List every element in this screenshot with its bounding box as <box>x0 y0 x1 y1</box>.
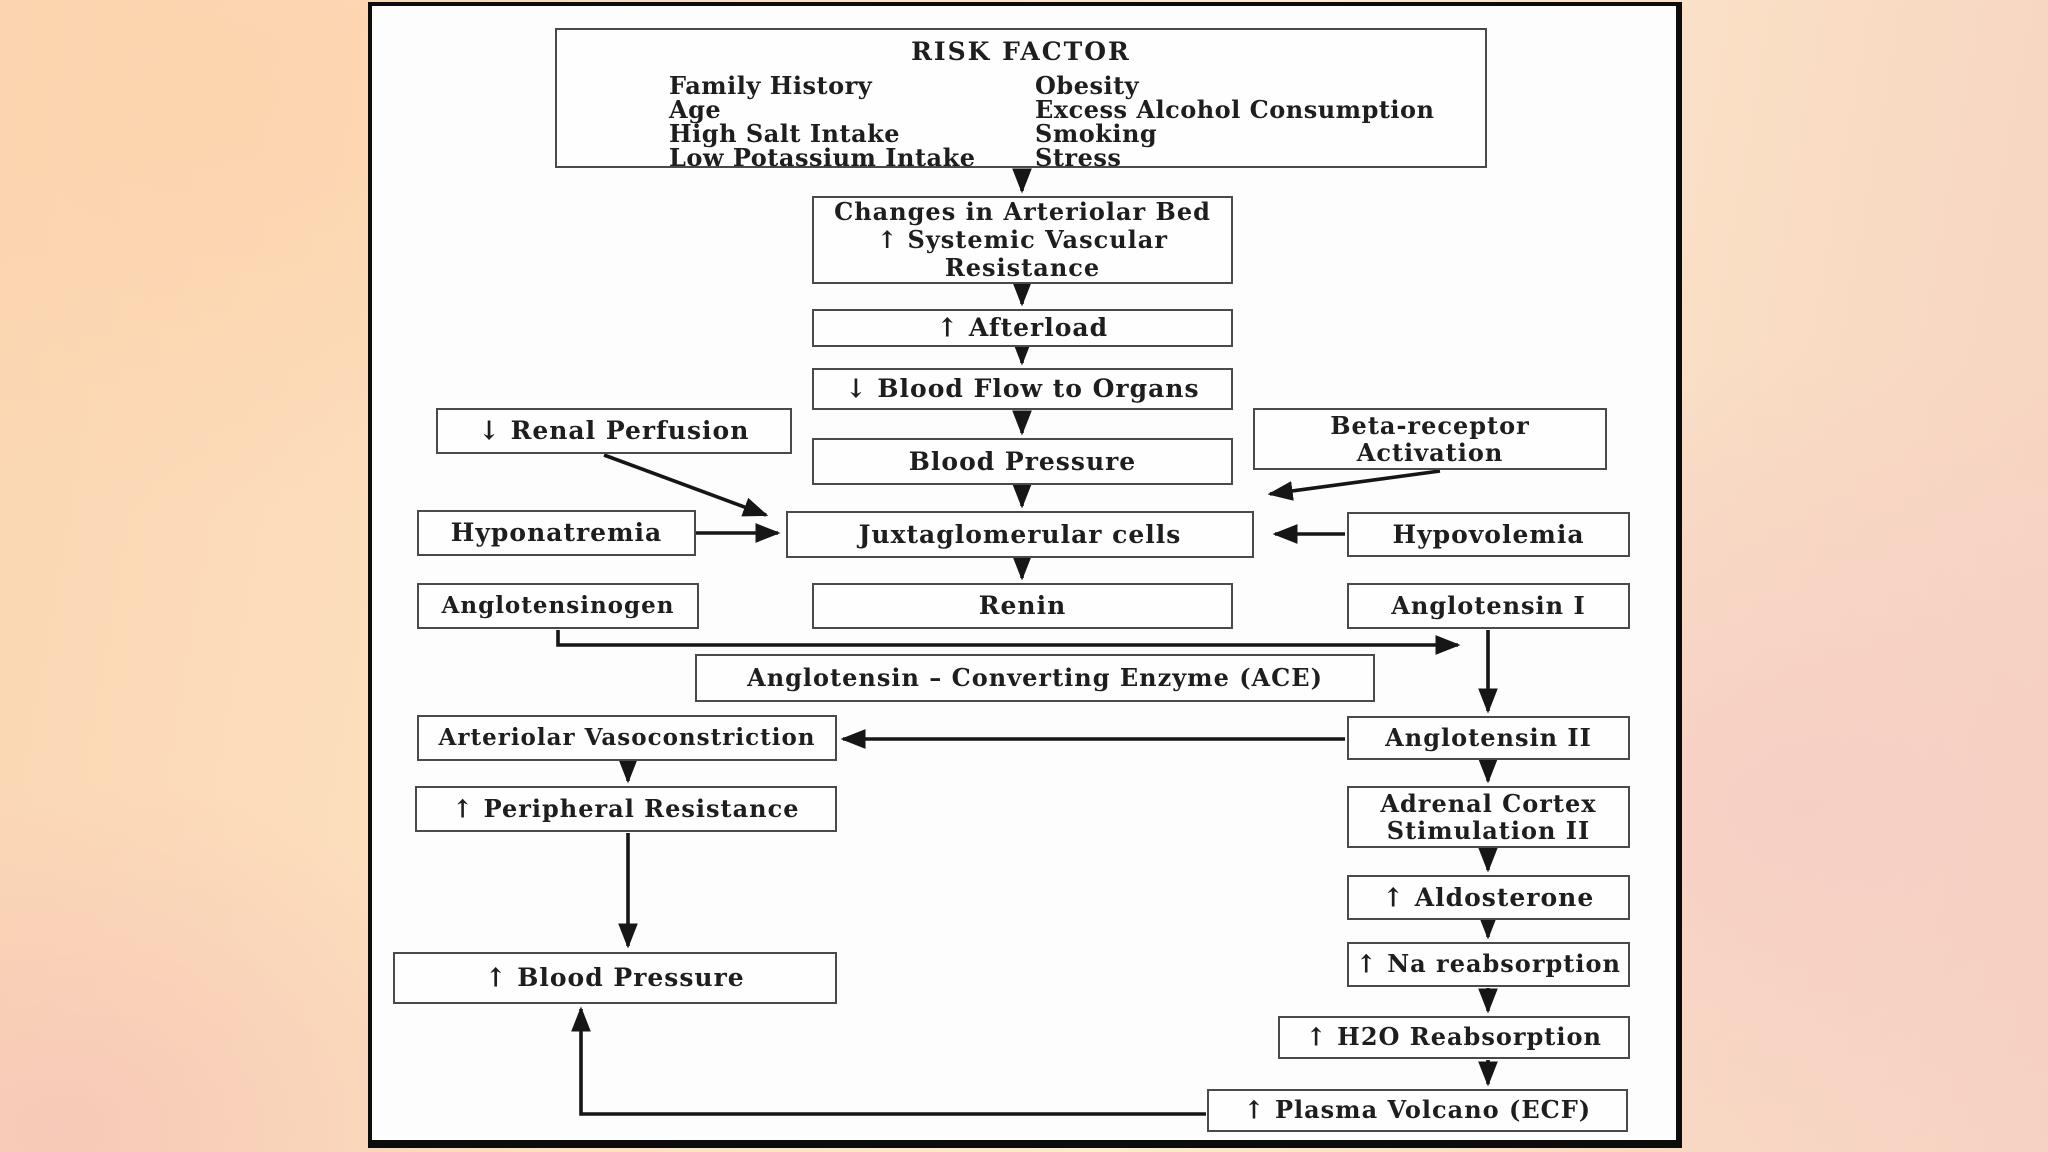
node-label: Resistance <box>944 253 1101 282</box>
node-label: Hyponatremia <box>450 518 663 548</box>
risk-item: High Salt Intake <box>669 118 901 148</box>
node-label: Changes in Arteriolar Bed <box>834 197 1211 226</box>
node-beta-receptor-activation: Beta-receptor Activation <box>1253 408 1607 470</box>
node-blood-flow-to-organs: ↓ Blood Flow to Organs <box>812 368 1233 410</box>
node-h2o-reabsorption: ↑ H2O Reabsorption <box>1278 1016 1630 1059</box>
node-label: ↑ Systemic Vascular <box>877 225 1168 254</box>
arrow-angiotensinogen-to-angiotensin1 <box>556 630 1461 655</box>
node-blood-pressure-bottom: ↑ Blood Pressure <box>393 952 837 1004</box>
node-label: Plasma Volcano (ECF) <box>1274 1095 1592 1125</box>
node-label: Afterload <box>968 313 1109 343</box>
node-label: Beta-receptor <box>1330 411 1530 440</box>
node-adrenal-cortex-stimulation: Adrenal Cortex Stimulation II <box>1347 786 1630 848</box>
risk-item: Smoking <box>1035 118 1158 148</box>
up-arrow-icon: ↑ <box>1356 948 1378 979</box>
arrow-plasma-to-bloodpressure <box>571 1006 1206 1116</box>
node-angiotensin-2: Anglotensin II <box>1347 716 1630 760</box>
node-label: Aldosterone <box>1414 882 1595 912</box>
node-label: Peripheral Resistance <box>483 793 800 823</box>
node-renal-perfusion: ↓ Renal Perfusion <box>436 408 792 454</box>
node-label: Anglotensinogen <box>441 592 675 620</box>
node-hyponatremia: Hyponatremia <box>417 510 696 556</box>
node-juxtaglomerular-cells: Juxtaglomerular cells <box>786 511 1254 558</box>
arrow-renal-to-juxtaglomerular <box>603 453 769 517</box>
node-blood-pressure-mid: Blood Pressure <box>812 438 1233 485</box>
flow-connectors <box>556 168 1498 1116</box>
up-arrow-icon: ↑ <box>1382 882 1405 913</box>
up-arrow-icon: ↑ <box>452 793 474 824</box>
node-label: H2O Reabsorption <box>1337 1022 1602 1052</box>
up-arrow-icon: ↑ <box>1306 1021 1328 1052</box>
down-arrow-icon: ↓ <box>845 373 868 404</box>
risk-item: Obesity <box>1035 70 1140 100</box>
node-label: Na reabsorption <box>1387 949 1621 979</box>
up-arrow-icon: ↑ <box>936 312 959 343</box>
hypertension-flowchart-panel: RISK FACTOR Family History Age High Salt… <box>368 2 1682 1148</box>
node-label: Hypovolemia <box>1392 519 1585 549</box>
risk-factor-left-column: Family History Age High Salt Intake Low … <box>669 70 976 172</box>
node-label: Blood Flow to Organs <box>877 374 1200 404</box>
node-angiotensin-1: Anglotensin I <box>1347 583 1630 629</box>
node-angiotensinogen: Anglotensinogen <box>417 583 699 629</box>
node-label: Stimulation II <box>1386 816 1591 845</box>
up-arrow-icon: ↑ <box>1243 1094 1265 1125</box>
node-label: Anglotensin – Converting Enzyme (ACE) <box>747 662 1323 692</box>
flowchart-canvas: RISK FACTOR Family History Age High Salt… <box>372 6 1676 1140</box>
node-afterload: ↑ Afterload <box>812 309 1233 347</box>
node-label: Renal Perfusion <box>510 416 750 446</box>
risk-item: Age <box>669 94 722 124</box>
node-arteriolar-vasoconstriction: Arteriolar Vasoconstriction <box>417 715 837 761</box>
up-arrow-icon: ↑ <box>485 962 508 993</box>
arrow-beta-to-juxtaglomerular <box>1267 469 1441 501</box>
risk-factor-right-column: Obesity Excess Alcohol Consumption Smoki… <box>1035 70 1435 172</box>
risk-item: Excess Alcohol Consumption <box>1035 94 1435 124</box>
node-label: Adrenal Cortex <box>1380 789 1597 818</box>
node-label: Anglotensin II <box>1385 722 1592 752</box>
node-changes-arteriolar-bed: Changes in Arteriolar Bed ↑ Systemic Vas… <box>812 196 1233 284</box>
node-risk-factor: RISK FACTOR Family History Age High Salt… <box>555 28 1487 172</box>
node-label: Blood Pressure <box>517 963 745 993</box>
node-peripheral-resistance: ↑ Peripheral Resistance <box>415 786 837 832</box>
node-ace: Anglotensin – Converting Enzyme (ACE) <box>695 654 1375 702</box>
risk-factor-title: RISK FACTOR <box>911 37 1131 66</box>
risk-item: Low Potassium Intake <box>669 142 976 172</box>
risk-item: Stress <box>1035 142 1122 172</box>
node-renin: Renin <box>812 583 1233 629</box>
node-hypovolemia: Hypovolemia <box>1347 512 1630 557</box>
node-label: Blood Pressure <box>908 446 1137 476</box>
down-arrow-icon: ↓ <box>478 415 501 446</box>
node-label: Anglotensin I <box>1391 590 1586 620</box>
node-label: Activation <box>1356 438 1504 467</box>
node-label: Renin <box>978 591 1067 621</box>
node-label: Juxtaglomerular cells <box>858 519 1182 549</box>
node-aldosterone: ↑ Aldosterone <box>1347 875 1630 920</box>
node-na-reabsorption: ↑ Na reabsorption <box>1347 942 1630 987</box>
node-plasma-volume-ecf: ↑ Plasma Volcano (ECF) <box>1207 1089 1628 1132</box>
node-label: Arteriolar Vasoconstriction <box>438 724 816 752</box>
risk-item: Family History <box>669 70 873 100</box>
